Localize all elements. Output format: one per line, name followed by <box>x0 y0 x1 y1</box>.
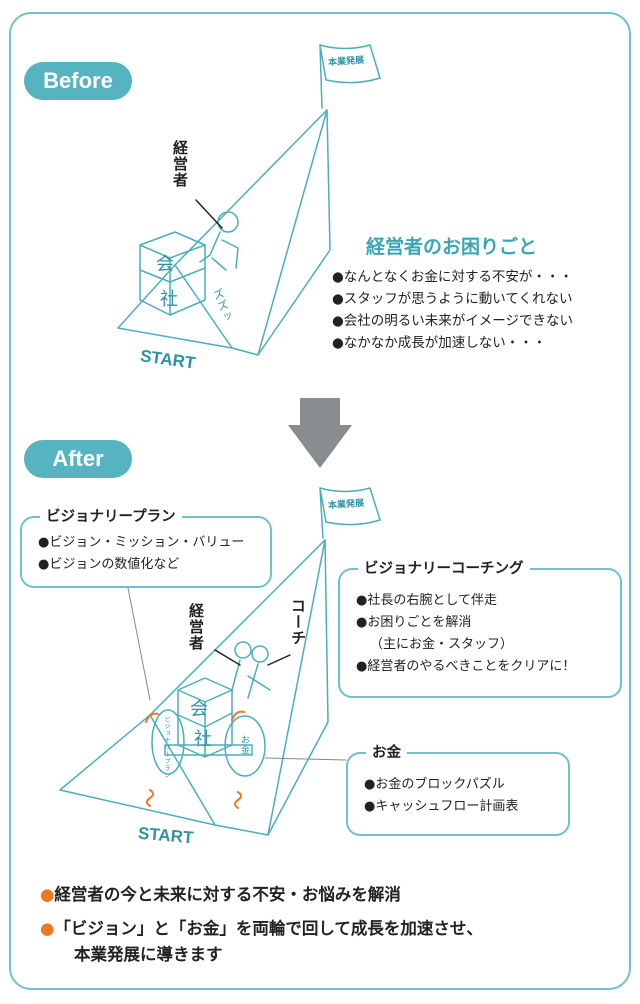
after-box-top-char: 会 <box>190 699 208 720</box>
money-item: ●キャッシュフロー計画表 <box>364 799 519 814</box>
coaching-item: （主にお金・スタッフ） <box>370 637 514 652</box>
money-card: お金 ●お金のブロックパズル ●キャッシュフロー計画表 <box>346 743 570 836</box>
coaching-item: ●お困りごとを解消 <box>356 615 472 630</box>
before-badge: Before <box>24 62 132 100</box>
content-frame <box>9 12 631 990</box>
coaching-item: ●経営者のやるべきことをクリアに！ <box>356 659 576 674</box>
before-box-top-char: 会 <box>156 254 174 275</box>
summary-line-2: ●「ビジョン」と「お金」を両輪で回して成長を加速させ、 <box>40 918 483 940</box>
coaching-title: ビジョナリーコーチング <box>358 559 530 579</box>
connector-lines <box>127 587 347 761</box>
down-arrow <box>288 398 352 468</box>
after-manager-label: 経営者 <box>187 603 205 651</box>
money-item: ●お金のブロックパズル <box>364 777 505 792</box>
before-flag <box>319 44 381 109</box>
after-box-bottom-char: 社 <box>194 729 212 750</box>
after-wheel-left-label: ビジョナリープラン <box>163 716 170 779</box>
visionary-plan-item: ●ビジョンの数値化など <box>38 557 180 572</box>
visionary-plan-list: ●ビジョン・ミッション・バリュー ●ビジョンの数値化など <box>38 532 244 576</box>
summary-line-3: 本業発展に導きます <box>74 944 223 966</box>
summary-line-1: ●経営者の今と未来に対する不安・お悩みを解消 <box>40 884 401 906</box>
before-mountain <box>117 109 331 356</box>
summary-text-2: 「ビジョン」と「お金」を両輪で回して成長を加速させ、 <box>54 919 483 938</box>
before-badge-label: Before <box>43 68 113 93</box>
after-badge-label: After <box>52 446 104 471</box>
after-company-cart <box>151 677 266 777</box>
before-company-box <box>139 231 206 316</box>
troubles-heading: 経営者のお困りごと <box>366 236 538 258</box>
after-flag <box>319 487 381 539</box>
coach-label: コーチ <box>289 598 307 646</box>
bullet-dot: ● <box>40 885 55 904</box>
summary-text-3: 本業発展に導きます <box>74 945 223 964</box>
troubles-list: ●なんとなくお金に対する不安が・・・ ●スタッフが思うように動いてくれない ●会… <box>332 266 573 354</box>
bullet-dot: ● <box>40 919 55 938</box>
coaching-item: ●社長の右腕として伴走 <box>356 593 497 608</box>
after-people <box>214 641 291 699</box>
visionary-plan-item: ●ビジョン・ミッション・バリュー <box>38 535 245 550</box>
after-flag-label: 本業発展 <box>327 498 365 512</box>
trouble-item: ●なかなか成長が加速しない・・・ <box>332 335 547 351</box>
before-manager-figure <box>195 199 239 271</box>
coaching-card: ビジョナリーコーチング ●社長の右腕として伴走 ●お困りごとを解消 （主にお金・… <box>338 559 622 698</box>
visionary-plan-title: ビジョナリープラン <box>40 507 182 527</box>
after-badge: After <box>24 440 132 478</box>
trouble-item: ●なんとなくお金に対する不安が・・・ <box>332 269 573 285</box>
coaching-list: ●社長の右腕として伴走 ●お困りごとを解消 （主にお金・スタッフ） ●経営者のや… <box>356 590 575 678</box>
money-list: ●お金のブロックパズル ●キャッシュフロー計画表 <box>364 774 518 818</box>
trouble-item: ●会社の明るい未来がイメージできない <box>332 313 574 329</box>
after-wheel-right-label: お金 <box>239 735 249 755</box>
trouble-item: ●スタッフが思うように動いてくれない <box>332 291 573 307</box>
before-box-bottom-char: 社 <box>160 289 178 310</box>
money-title: お金 <box>366 743 407 763</box>
before-flag-label: 本業発展 <box>327 55 365 69</box>
summary-text-1: 経営者の今と未来に対する不安・お悩みを解消 <box>54 885 401 904</box>
before-manager-label: 経営者 <box>171 140 189 188</box>
motion-marks <box>145 710 245 809</box>
visionary-plan-card: ビジョナリープラン ●ビジョン・ミッション・バリュー ●ビジョンの数値化など <box>20 507 272 588</box>
